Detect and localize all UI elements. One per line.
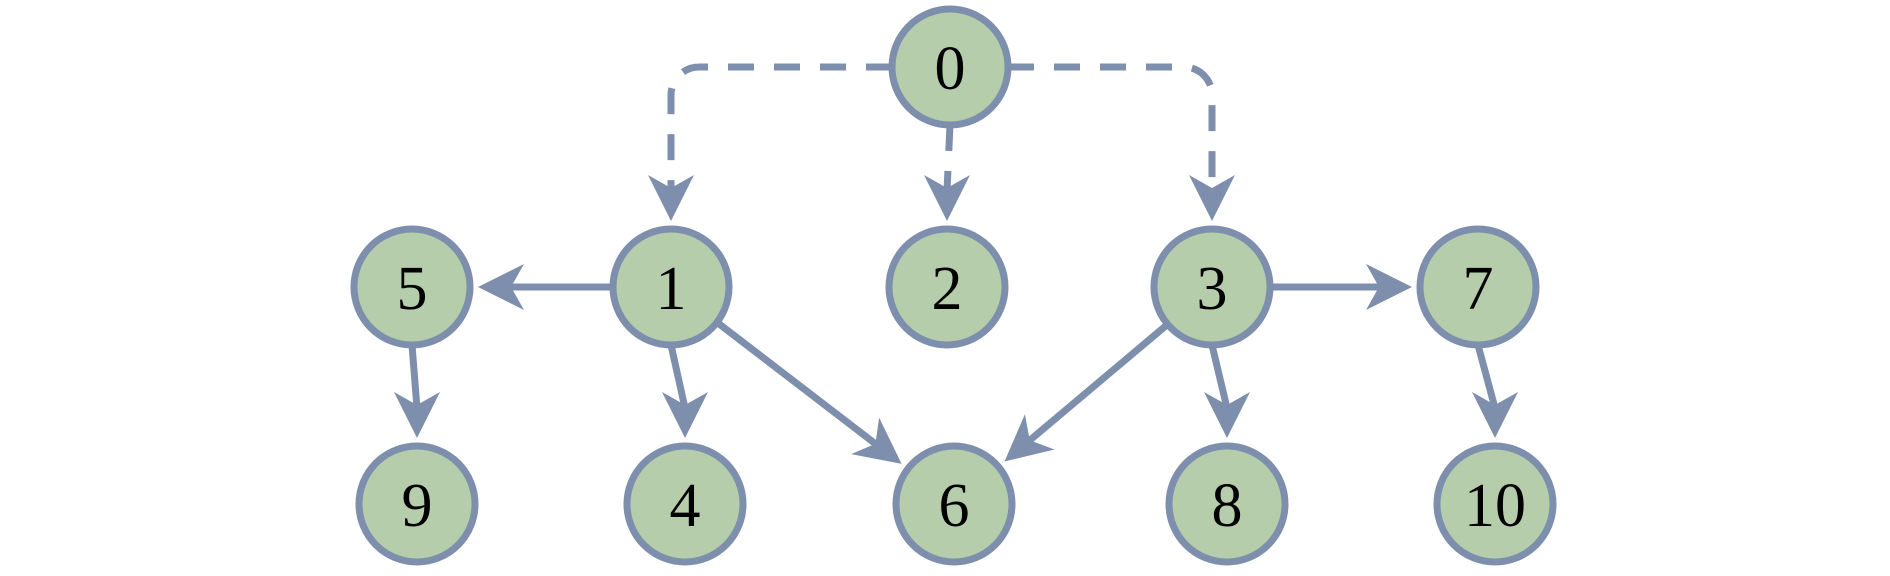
graph-node-10[interactable]: 10 <box>1433 442 1557 566</box>
graph-edge-3-7[interactable] <box>1270 264 1412 310</box>
edge-arrowhead-1-4 <box>662 392 708 438</box>
edge-path-1-6 <box>714 319 880 449</box>
edge-arrowhead-1-6 <box>851 417 902 464</box>
node-circle-4 <box>623 442 747 566</box>
graph-edge-1-4[interactable] <box>662 344 708 438</box>
graph-node-2[interactable]: 2 <box>885 225 1009 349</box>
edge-path-1-4 <box>667 344 689 409</box>
graph-node-3[interactable]: 3 <box>1150 225 1274 349</box>
edge-path-3-8 <box>1208 344 1231 409</box>
edge-path-3-6 <box>1025 321 1170 445</box>
graph-node-1[interactable]: 1 <box>609 225 733 349</box>
edge-arrowhead-3-6 <box>1004 414 1055 462</box>
edge-path-0-3 <box>1008 63 1216 191</box>
graph-edge-3-8[interactable] <box>1204 344 1250 438</box>
graph-edge-7-10[interactable] <box>1472 344 1518 438</box>
edge-arrowhead-3-8 <box>1204 392 1250 438</box>
node-circle-6 <box>892 442 1016 566</box>
node-circle-3 <box>1150 225 1274 349</box>
edge-path-0-1 <box>667 63 892 191</box>
graph-edge-1-5[interactable] <box>478 264 613 310</box>
graph-node-9[interactable]: 9 <box>355 442 479 566</box>
node-circle-2 <box>885 225 1009 349</box>
graph-node-8[interactable]: 8 <box>1165 442 1289 566</box>
edge-path-0-2 <box>943 124 954 192</box>
graph-edge-1-6[interactable] <box>714 319 902 464</box>
graph-edge-3-6[interactable] <box>1004 321 1170 462</box>
graph-edge-5-9[interactable] <box>394 344 440 438</box>
graph-edge-0-1[interactable] <box>648 63 892 221</box>
edge-arrowhead-0-1 <box>648 175 694 221</box>
graph-node-4[interactable]: 4 <box>623 442 747 566</box>
graph-node-6[interactable]: 6 <box>892 442 1016 566</box>
edge-arrowhead-1-5 <box>478 264 524 310</box>
graph-edge-0-2[interactable] <box>924 124 970 221</box>
edge-arrowhead-3-7 <box>1366 264 1412 310</box>
edge-path-5-9 <box>408 344 421 409</box>
edge-arrowhead-7-10 <box>1472 392 1518 438</box>
node-circle-10 <box>1433 442 1557 566</box>
edge-layer <box>394 63 1518 464</box>
node-circle-8 <box>1165 442 1289 566</box>
edge-arrowhead-5-9 <box>394 392 440 438</box>
node-circle-9 <box>355 442 479 566</box>
node-circle-0 <box>888 5 1012 129</box>
graph-node-7[interactable]: 7 <box>1416 225 1540 349</box>
edge-arrowhead-0-2 <box>924 175 970 221</box>
edge-path-7-10 <box>1474 344 1499 409</box>
edge-arrowhead-0-3 <box>1189 175 1235 221</box>
graph-node-5[interactable]: 5 <box>350 225 474 349</box>
node-circle-7 <box>1416 225 1540 349</box>
node-circle-1 <box>609 225 733 349</box>
graph-node-0[interactable]: 0 <box>888 5 1012 129</box>
graph-edge-0-3[interactable] <box>1008 63 1235 221</box>
node-circle-5 <box>350 225 474 349</box>
